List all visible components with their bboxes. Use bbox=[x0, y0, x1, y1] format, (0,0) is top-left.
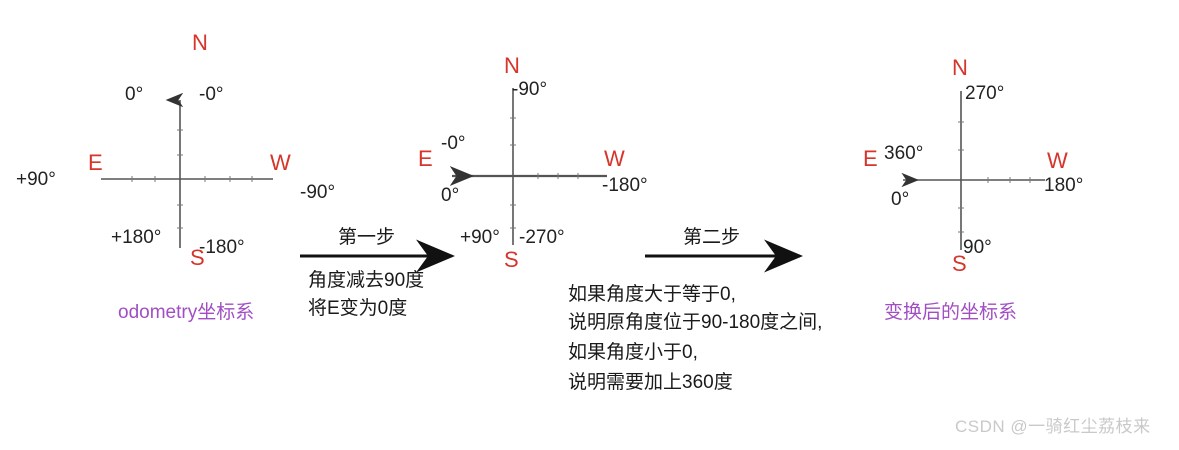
transformed-cardinal-west: W bbox=[1047, 148, 1068, 173]
transformed-cardinal-south: S bbox=[952, 251, 967, 276]
after-step-one-angle-east-lower: 0° bbox=[441, 185, 460, 206]
coordinate-system-transformed-axes bbox=[901, 91, 1045, 250]
transformed-angle-east-upper: 360° bbox=[884, 143, 924, 164]
transformed-angle-east-lower: 0° bbox=[891, 189, 910, 210]
step-one-label: 第一步 bbox=[338, 227, 396, 248]
coordinate-system-odometry-axes bbox=[101, 92, 273, 248]
step-two-line-3: 如果角度小于0, bbox=[568, 342, 698, 363]
odometry-cardinal-east: E bbox=[88, 150, 103, 175]
step-two-line-4: 说明需要加上360度 bbox=[568, 372, 733, 393]
odometry-caption: odometry坐标系 bbox=[118, 302, 255, 323]
after-step-one-cardinal-north: N bbox=[504, 53, 520, 78]
odometry-cardinal-south: S bbox=[190, 245, 205, 270]
after-step-one-angle-east-upper: -0° bbox=[441, 133, 466, 154]
odometry-angle-north-left: 0° bbox=[125, 84, 144, 105]
transformed-cardinal-east: E bbox=[863, 146, 878, 171]
step-two-line-2: 说明原角度位于90-180度之间, bbox=[568, 312, 823, 333]
transformed-angle-north: 270° bbox=[965, 83, 1005, 104]
odometry-angle-south-left: +180° bbox=[111, 227, 162, 248]
step-two-label: 第二步 bbox=[683, 227, 741, 248]
odometry-cardinal-north: N bbox=[192, 30, 208, 55]
after-step-one-cardinal-west: W bbox=[604, 146, 625, 171]
odometry-angle-south-right: -180° bbox=[199, 237, 245, 258]
after-step-one-angle-north: -90° bbox=[512, 79, 548, 100]
after-step-one-angle-south-left: +90° bbox=[460, 227, 500, 248]
odometry-cardinal-west: W bbox=[270, 150, 291, 175]
odometry-angle-north-right: -0° bbox=[199, 84, 224, 105]
transformed-angle-south: 90° bbox=[963, 237, 992, 258]
coordinate-system-after-step-one-axes bbox=[449, 88, 607, 245]
odometry-angle-west: -90° bbox=[300, 182, 336, 203]
after-step-one-angle-south-right: -270° bbox=[519, 227, 565, 248]
after-step-one-cardinal-east: E bbox=[418, 146, 433, 171]
step-one-line-2: 将E变为0度 bbox=[308, 298, 408, 319]
odometry-angle-east: +90° bbox=[16, 169, 56, 190]
transformed-caption: 变换后的坐标系 bbox=[884, 302, 1018, 323]
step-two-line-1: 如果角度大于等于0, bbox=[568, 284, 736, 305]
transformed-cardinal-north: N bbox=[952, 55, 968, 80]
after-step-one-angle-west: -180° bbox=[602, 175, 648, 196]
step-one-line-1: 角度减去90度 bbox=[308, 270, 425, 291]
csdn-watermark: CSDN @一骑红尘荔枝来 bbox=[955, 417, 1151, 436]
transformed-angle-west: 180° bbox=[1044, 175, 1084, 196]
after-step-one-cardinal-south: S bbox=[504, 247, 519, 272]
